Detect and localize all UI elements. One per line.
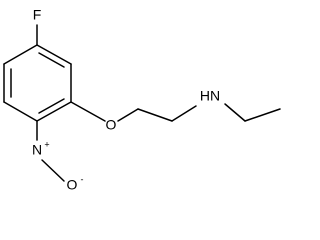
ethyl-terminal-bond (244, 108, 281, 122)
ring-bond-6 (3, 44, 38, 65)
ring-oxygen-bond (70, 101, 106, 122)
structure-canvas: F O HN N + O - (3, 6, 281, 193)
nitro-nitrogen-label: N (32, 142, 42, 158)
nitro-negative-charge: - (81, 174, 84, 184)
nitro-positive-charge: + (44, 139, 49, 149)
amine-label: HN (200, 88, 220, 104)
ring-double-bond-1 (38, 52, 65, 68)
nitro-oxygen-bond (41, 159, 65, 182)
oxygen-carbon-bond (117, 108, 139, 122)
carbon-nitrogen-bond (171, 105, 197, 122)
ring-double-bond-2 (38, 98, 65, 114)
ring-bond-3 (36, 101, 72, 122)
chemical-structure: F O HN N + O - (3, 7, 281, 193)
fluorine-label: F (33, 7, 42, 23)
nitro-oxygen-label: O (67, 177, 78, 193)
ring-bond-4 (3, 101, 38, 122)
ether-oxygen-label: O (106, 117, 117, 133)
nitrogen-ethyl-bond (224, 103, 246, 122)
carbon-carbon-bond (137, 108, 173, 122)
ring-bond-1 (36, 44, 72, 65)
